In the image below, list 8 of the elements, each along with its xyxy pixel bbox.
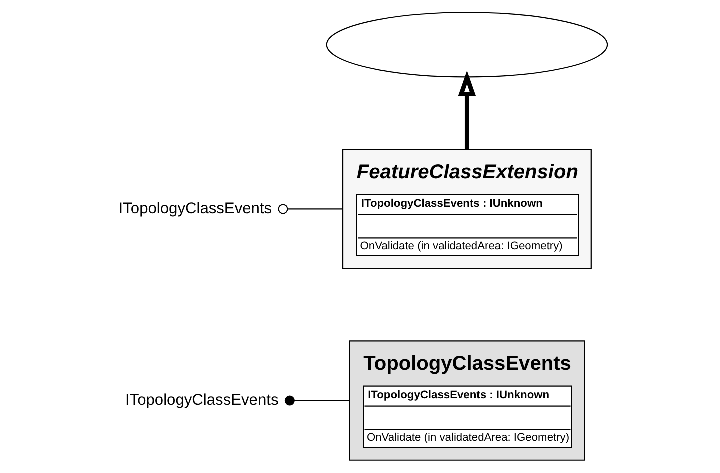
arrow	[458, 70, 476, 150]
connector	[284, 396, 350, 406]
node-box: TopologyClassEvents ITopologyClassEvents : IUnknown OnValidate (in validatedArea: IGeometry)	[349, 340, 586, 461]
node-ellipse	[326, 12, 608, 78]
connector	[278, 204, 343, 214]
node-box: FeatureClassExtension ITopologyClassEvents : IUnknown OnValidate (in validatedArea: IGeometry)	[342, 149, 592, 270]
node-text: ITopologyClassEvents	[125, 392, 279, 409]
node-text: ITopologyClassEvents	[118, 200, 272, 218]
